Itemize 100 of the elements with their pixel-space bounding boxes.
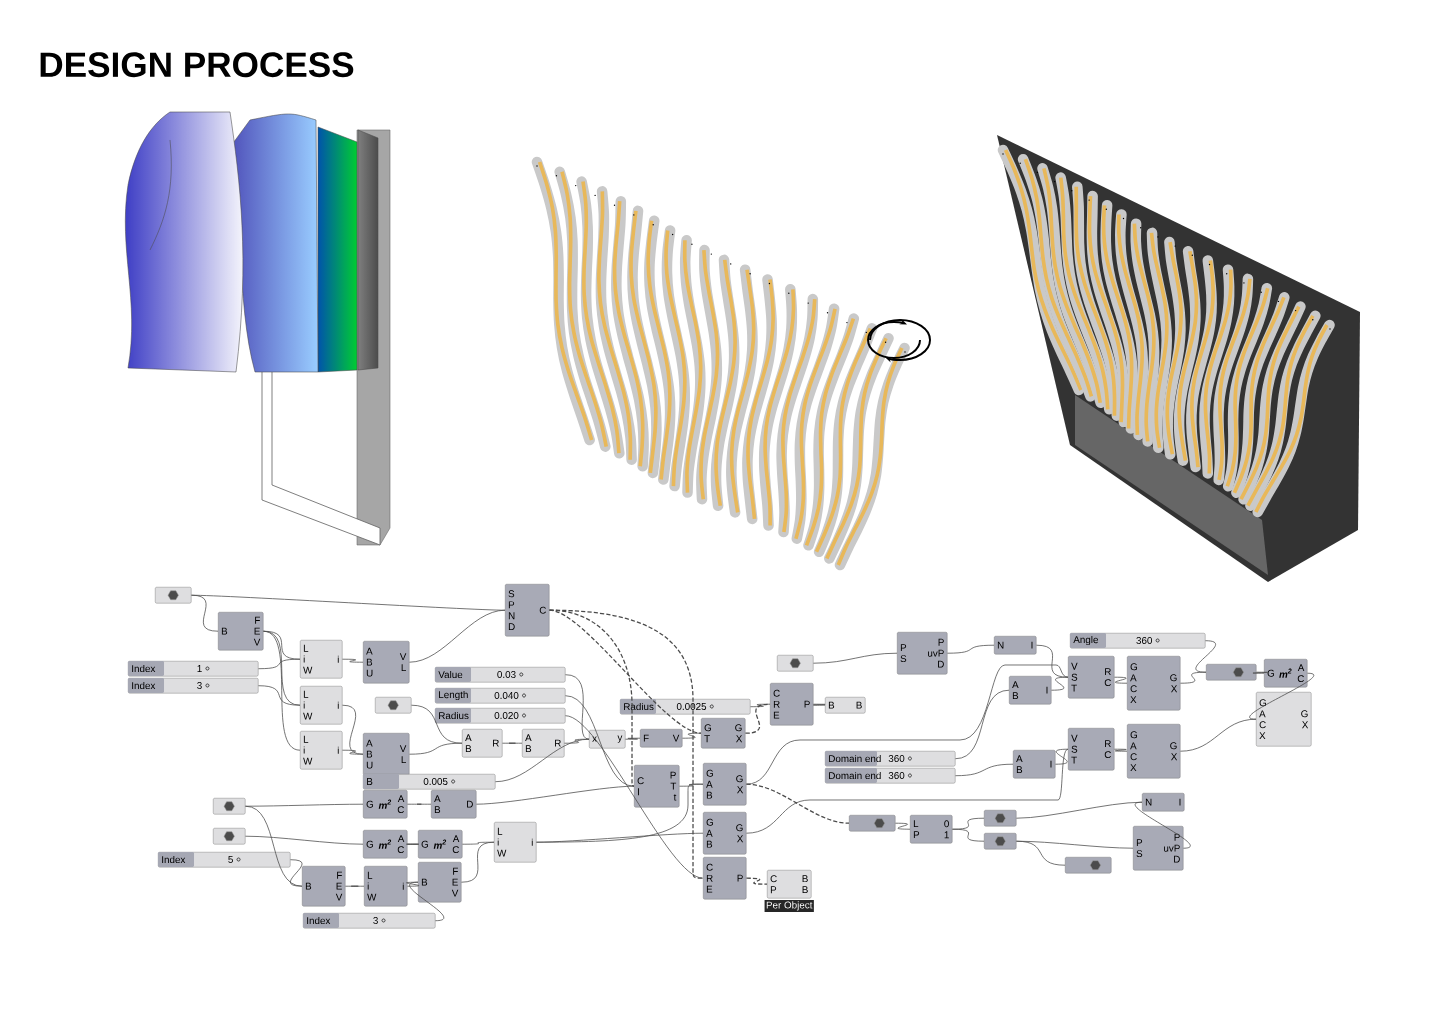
component-box: B B <box>825 697 866 714</box>
component-box: G m$^{2}$ A C <box>418 830 463 859</box>
wire <box>536 832 704 843</box>
component-box: P S P uvP D <box>897 632 948 675</box>
component-box: B F E V <box>418 862 462 903</box>
wire <box>258 685 301 706</box>
wire <box>812 703 826 706</box>
wire <box>1134 801 1191 849</box>
component-box: C P B B <box>767 870 812 899</box>
wire <box>1195 640 1216 673</box>
title: DESIGN PROCESS <box>40 52 354 78</box>
parameter-box <box>1206 664 1257 681</box>
component-box: G A C X G X <box>1127 656 1181 711</box>
component-box: G A B G X <box>703 763 747 806</box>
parameter-box <box>155 587 192 604</box>
component-box: S P N D C <box>505 584 550 637</box>
component-box: L P 0 1 <box>910 815 953 844</box>
component-box: C I P T t <box>634 765 680 808</box>
wire <box>952 828 985 842</box>
component-box: L i W i <box>300 640 343 679</box>
parameter-box <box>213 828 246 845</box>
number-slider: Angle 360 <box>1070 633 1206 649</box>
component-box: F V <box>640 729 683 748</box>
parameter-box <box>984 833 1017 850</box>
component-box: G m$^{2}$ A C <box>1264 659 1308 688</box>
wire <box>245 805 303 887</box>
wire <box>947 644 995 654</box>
number-slider: Index 1 <box>128 661 259 677</box>
parameter-box <box>984 810 1017 827</box>
component-box: A B U V L <box>363 641 410 684</box>
wire <box>258 658 301 670</box>
component-box: N I <box>994 636 1037 655</box>
number-slider: Index 3 <box>303 913 436 929</box>
wire <box>502 742 523 744</box>
wire <box>409 609 506 663</box>
wire <box>1016 840 1066 866</box>
parameter-box <box>777 655 814 672</box>
component-box: x y <box>589 730 626 749</box>
component-box: L i W i <box>364 866 408 907</box>
wire <box>245 835 364 845</box>
wire <box>565 674 590 740</box>
wire <box>461 841 495 883</box>
component-box: B F E V <box>218 612 264 651</box>
wire <box>682 732 702 739</box>
wire <box>263 630 301 751</box>
wire <box>1055 748 1069 765</box>
wire <box>746 748 1069 834</box>
component-box: V S T R C <box>1068 728 1115 771</box>
wire <box>406 843 420 845</box>
component-box: A B I <box>1009 676 1052 705</box>
wire <box>746 664 1069 785</box>
parameter-box <box>375 697 412 714</box>
component-box: N I <box>1142 793 1185 812</box>
wire <box>289 859 303 887</box>
component-box: G T G X <box>701 718 746 749</box>
number-slider: Index 3 <box>128 678 259 694</box>
wire <box>952 817 985 830</box>
wire <box>476 785 635 805</box>
wire <box>342 749 364 755</box>
wire <box>495 738 590 783</box>
component-box: C R E P <box>770 683 814 726</box>
number-slider: Domain end 360 <box>825 768 956 784</box>
component-box: G A C X G X <box>1127 724 1181 779</box>
component-box: G A B G X <box>703 812 747 855</box>
wire <box>342 658 364 663</box>
wire <box>411 704 463 744</box>
component-box: V S T R C <box>1068 656 1115 699</box>
wire <box>409 881 445 922</box>
parameter-box <box>213 798 246 815</box>
wire <box>745 877 768 885</box>
component-box: L i W i <box>300 731 343 770</box>
wire <box>750 703 771 708</box>
wire <box>1051 676 1069 691</box>
wire <box>1252 671 1268 674</box>
component-box: A B U V L <box>363 733 410 776</box>
component-box: A B R <box>462 729 503 758</box>
wire <box>955 689 1010 760</box>
component-box: C R E P <box>703 857 747 900</box>
wire <box>565 715 704 879</box>
number-slider: Radius 0.020 <box>435 708 566 724</box>
wire <box>744 703 771 734</box>
number-slider: Value 0.03 <box>435 667 566 683</box>
wire <box>407 803 432 805</box>
component-box: A B R <box>522 729 565 758</box>
wire <box>679 783 704 787</box>
component-box: L i W i <box>494 822 537 863</box>
number-slider: Index 5 <box>158 852 291 868</box>
number-slider: B 0.005 <box>363 774 496 790</box>
component-box: G m$^{2}$ A C <box>363 830 408 859</box>
component-box: B F E V <box>302 866 346 907</box>
wire <box>895 822 911 830</box>
wire <box>625 737 641 740</box>
wire <box>1114 748 1128 752</box>
component-box: G m$^{2}$ A C <box>363 790 408 819</box>
component-box: G A C X G X <box>1256 692 1312 747</box>
wire <box>1114 676 1128 684</box>
parameter-box <box>1065 857 1112 874</box>
wire <box>955 763 1014 777</box>
number-slider: Length 0.040 <box>435 688 566 704</box>
wire <box>813 652 898 664</box>
